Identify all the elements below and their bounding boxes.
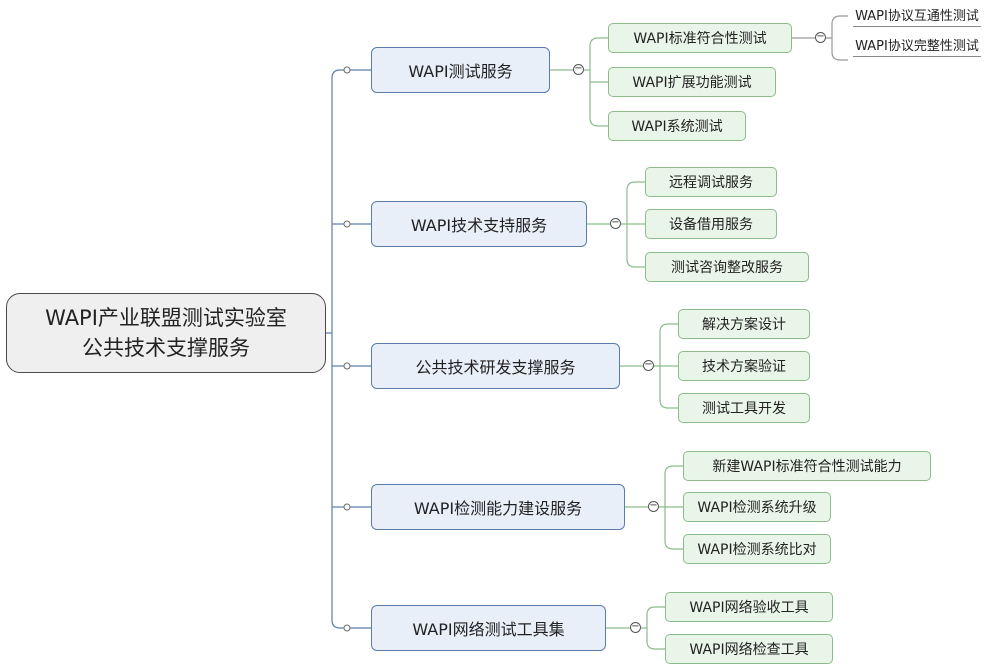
connector-branch-2 (587, 181, 645, 268)
branch-connector-dot (343, 503, 351, 511)
collapse-toggle-icon[interactable]: − (610, 217, 621, 229)
root-title-line2: 公共技术支撑服务 (82, 336, 250, 360)
branch-connector-dot (343, 220, 351, 228)
leaf-node[interactable]: 新建WAPI标准符合性测试能力 (683, 451, 931, 481)
connector-level3 (792, 15, 848, 61)
branch-node-tech-support[interactable]: WAPI技术支持服务 (371, 201, 587, 247)
leaf-node[interactable]: 设备借用服务 (645, 209, 777, 239)
connector-root (349, 69, 371, 629)
leaf-node[interactable]: WAPI标准符合性测试 (608, 23, 792, 53)
leaf-node[interactable]: 测试咨询整改服务 (645, 252, 809, 282)
leaf-node[interactable]: WAPI系统测试 (608, 111, 746, 141)
leaf-node[interactable]: WAPI网络验收工具 (665, 592, 833, 622)
subleaf-node[interactable]: WAPI协议互通性测试 (848, 4, 986, 28)
leaf-node[interactable]: WAPI扩展功能测试 (608, 67, 776, 97)
subleaf-label: WAPI协议完整性测试 (853, 35, 981, 57)
leaf-node[interactable]: 技术方案验证 (678, 351, 810, 381)
leaf-node[interactable]: WAPI网络检查工具 (665, 634, 833, 664)
collapse-toggle-icon[interactable]: − (643, 359, 654, 371)
collapse-toggle-icon[interactable]: − (573, 63, 584, 75)
branch-node-capability[interactable]: WAPI检测能力建设服务 (371, 484, 625, 530)
branch-node-test-service[interactable]: WAPI测试服务 (371, 47, 550, 93)
root-title-line1: WAPI产业联盟测试实验室 (45, 306, 287, 330)
root-node[interactable]: WAPI产业联盟测试实验室 公共技术支撑服务 (6, 293, 326, 373)
subleaf-node[interactable]: WAPI协议完整性测试 (848, 34, 986, 58)
connector-root (326, 69, 345, 334)
connector-branch-1 (550, 37, 608, 127)
leaf-node[interactable]: 测试工具开发 (678, 393, 810, 423)
leaf-node[interactable]: WAPI检测系统比对 (683, 534, 831, 564)
collapse-toggle-icon[interactable]: − (815, 31, 826, 43)
leaf-node[interactable]: WAPI检测系统升级 (683, 492, 831, 522)
connector-branch-5 (606, 606, 665, 650)
connector-branch-3 (620, 323, 678, 409)
leaf-node[interactable]: 远程调试服务 (645, 167, 777, 197)
connector-root (331, 333, 345, 629)
connector-branch-4 (625, 465, 683, 550)
branch-connector-dot (343, 362, 351, 370)
branch-node-rd-support[interactable]: 公共技术研发支撑服务 (371, 343, 620, 389)
collapse-toggle-icon[interactable]: − (630, 621, 641, 633)
branch-node-network-tools[interactable]: WAPI网络测试工具集 (371, 605, 606, 651)
collapse-toggle-icon[interactable]: − (648, 500, 659, 512)
leaf-node[interactable]: 解决方案设计 (678, 309, 810, 339)
branch-connector-dot (343, 66, 351, 74)
branch-connector-dot (343, 624, 351, 632)
subleaf-label: WAPI协议互通性测试 (853, 5, 981, 27)
